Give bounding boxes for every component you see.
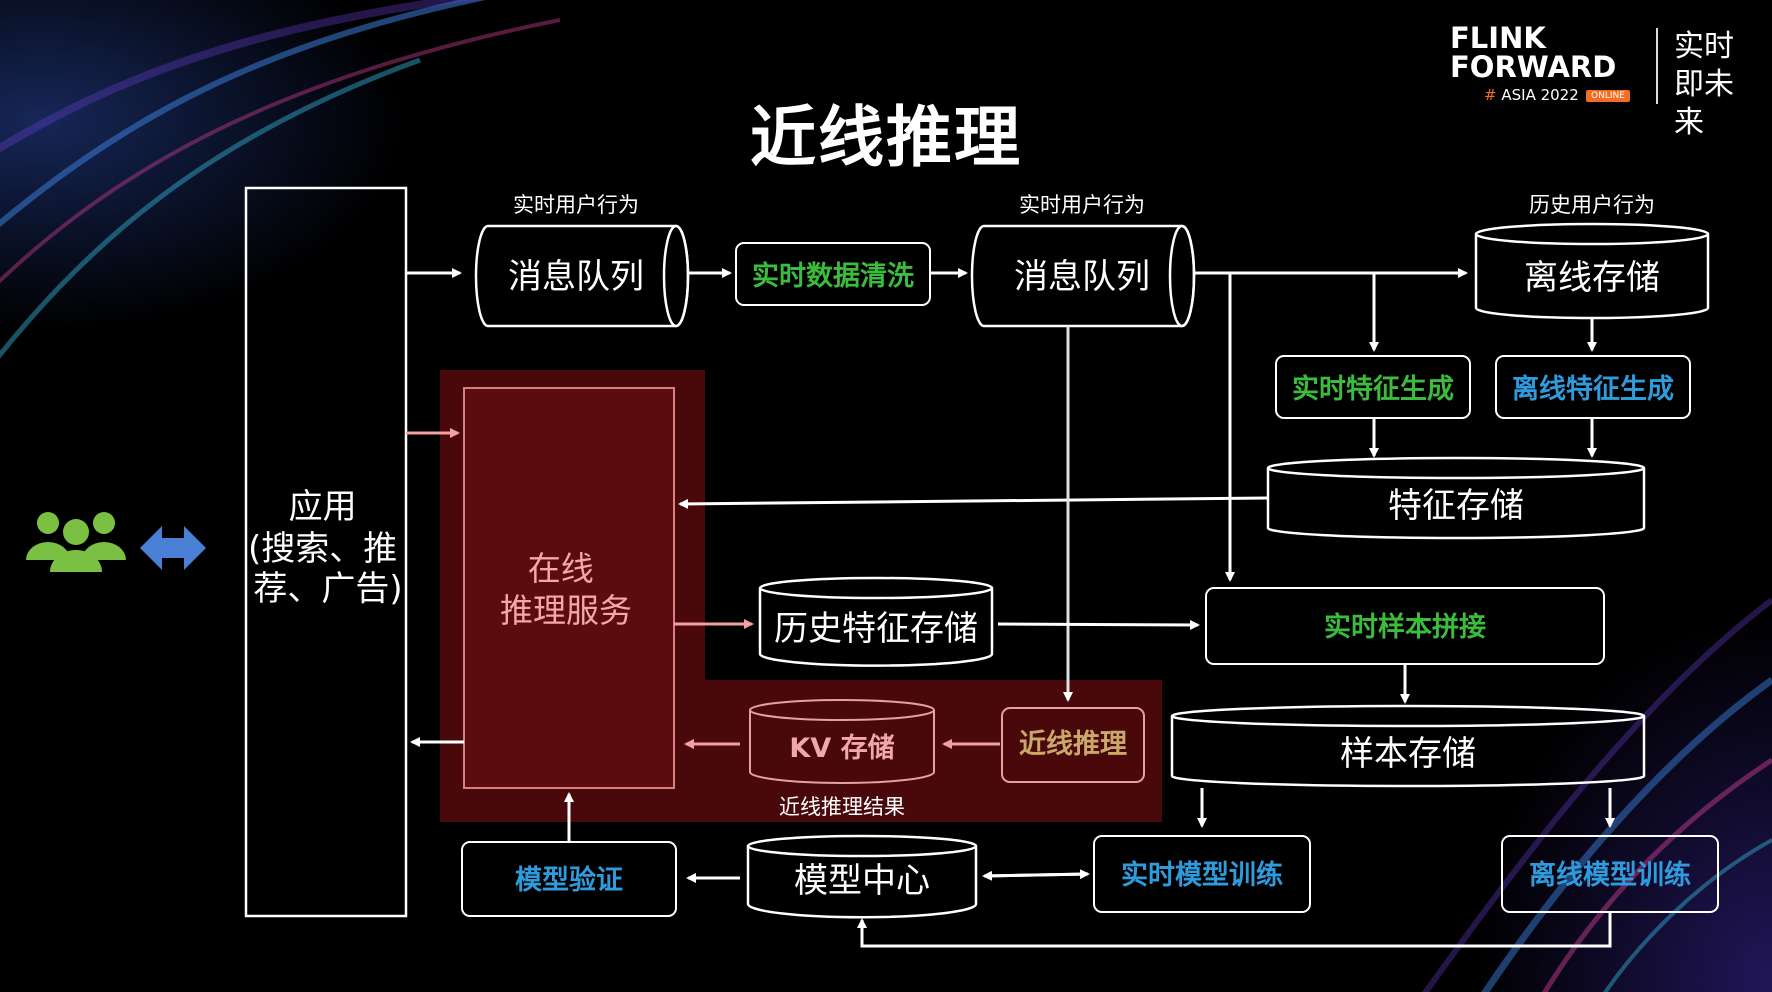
label-realtime-user-behavior-1: 实时用户行为: [513, 193, 639, 217]
svg-text:KV 存储: KV 存储: [789, 733, 894, 764]
kv-storage: KV 存储: [749, 699, 935, 784]
online-inference-service: [463, 387, 675, 789]
svg-text:历史特征存储: 历史特征存储: [774, 609, 978, 649]
flink-forward-logo: FLINK FORWARD # ASIA 2022 ONLINE 实时即未来: [1440, 21, 1760, 141]
label-nearline-result: 近线推理结果: [779, 795, 905, 819]
svg-text:离线存储: 离线存储: [1524, 258, 1660, 298]
offline-storage: 离线存储: [1474, 222, 1710, 320]
logo-event: # ASIA 2022: [1484, 86, 1579, 104]
svg-text:离线模型训练: 离线模型训练: [1529, 859, 1691, 891]
bidirectional-arrow-icon: [140, 526, 206, 570]
edges-pink: [406, 428, 1000, 749]
users-icon: [26, 512, 126, 572]
online-inference-label: 在线 推理服务: [500, 549, 632, 630]
svg-text:实时特征生成: 实时特征生成: [1292, 373, 1454, 405]
historical-feature-storage: 历史特征存储: [758, 576, 994, 667]
message-queue-1: 消息队列: [474, 224, 690, 328]
page-title: 近线推理: [750, 99, 1022, 176]
svg-text:模型验证: 模型验证: [515, 864, 623, 896]
logo-divider: [1656, 28, 1658, 104]
logo-online-badge: ONLINE: [1586, 90, 1630, 102]
svg-text:实时数据清洗: 实时数据清洗: [752, 260, 914, 292]
model-center: 模型中心: [746, 834, 978, 919]
logo-slogan: 实时即未来: [1674, 29, 1734, 140]
label-history-user-behavior: 历史用户行为: [1529, 193, 1655, 217]
svg-text:样本存储: 样本存储: [1340, 734, 1476, 774]
logo-wordmark: FLINK FORWARD: [1450, 21, 1617, 84]
svg-text:近线推理: 近线推理: [1019, 729, 1127, 760]
svg-text:消息队列: 消息队列: [508, 257, 644, 297]
nearline-inference-box: [1001, 707, 1145, 783]
svg-text:消息队列: 消息队列: [1014, 257, 1150, 297]
svg-text:实时样本拼接: 实时样本拼接: [1324, 611, 1486, 643]
svg-text:离线特征生成: 离线特征生成: [1512, 373, 1674, 405]
sample-storage: 样本存储: [1170, 704, 1646, 788]
app-label: 应用 (搜索、推 荐、广告): [248, 487, 408, 609]
app-box: [244, 186, 408, 918]
svg-text:模型中心: 模型中心: [794, 861, 930, 901]
label-realtime-user-behavior-2: 实时用户行为: [1019, 193, 1145, 217]
feature-storage: 特征存储: [1266, 456, 1646, 540]
svg-text:实时模型训练: 实时模型训练: [1121, 859, 1283, 891]
realtime-model-training-box: [1093, 835, 1311, 913]
svg-text:特征存储: 特征存储: [1388, 486, 1524, 526]
edges-white: [406, 268, 1615, 948]
message-queue-2: 消息队列: [970, 224, 1196, 328]
